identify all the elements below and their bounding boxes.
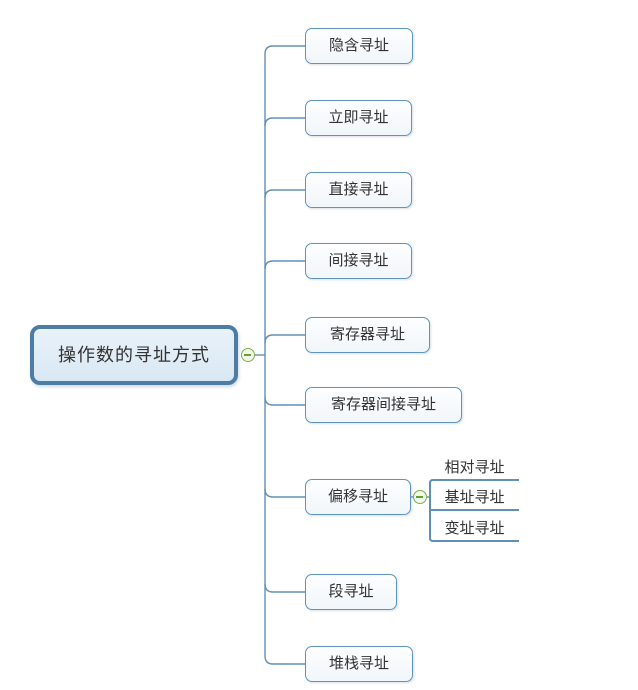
topic-segment-addressing[interactable]: 段寻址 xyxy=(305,574,397,610)
root-topic[interactable]: 操作数的寻址方式 xyxy=(30,325,238,385)
subtopic-relative-addressing[interactable]: 相对寻址 xyxy=(444,460,505,476)
collapse-button-root[interactable] xyxy=(241,348,255,362)
connector-branch-stack xyxy=(264,655,305,665)
connector-branch-register-indirect xyxy=(264,396,305,406)
topic-offset-addressing[interactable]: 偏移寻址 xyxy=(305,479,411,515)
minus-icon xyxy=(244,354,251,356)
topic-immediate-addressing[interactable]: 立即寻址 xyxy=(305,100,412,136)
topic-implied-addressing[interactable]: 隐含寻址 xyxy=(305,28,413,64)
topic-register-indirect-addressing[interactable]: 寄存器间接寻址 xyxy=(305,387,462,423)
topic-register-addressing[interactable]: 寄存器寻址 xyxy=(305,317,430,353)
connector-branch-immediate xyxy=(264,117,305,127)
subtopic-indexed-addressing[interactable]: 变址寻址 xyxy=(444,521,505,537)
connector-branch-offset xyxy=(264,488,305,498)
topic-stack-addressing[interactable]: 堆栈寻址 xyxy=(305,646,413,682)
connector-branch-segment xyxy=(264,583,305,593)
topic-indirect-addressing[interactable]: 间接寻址 xyxy=(305,243,412,279)
collapse-button-offset[interactable] xyxy=(413,490,427,504)
connector-branch-register xyxy=(264,334,305,344)
connector-branch-implied xyxy=(264,45,305,55)
subtopic-base-addressing[interactable]: 基址寻址 xyxy=(444,490,505,506)
connector-branch-direct xyxy=(264,189,305,199)
topic-direct-addressing[interactable]: 直接寻址 xyxy=(305,172,412,208)
connector-branch-indirect xyxy=(264,260,305,270)
minus-icon xyxy=(416,496,423,498)
